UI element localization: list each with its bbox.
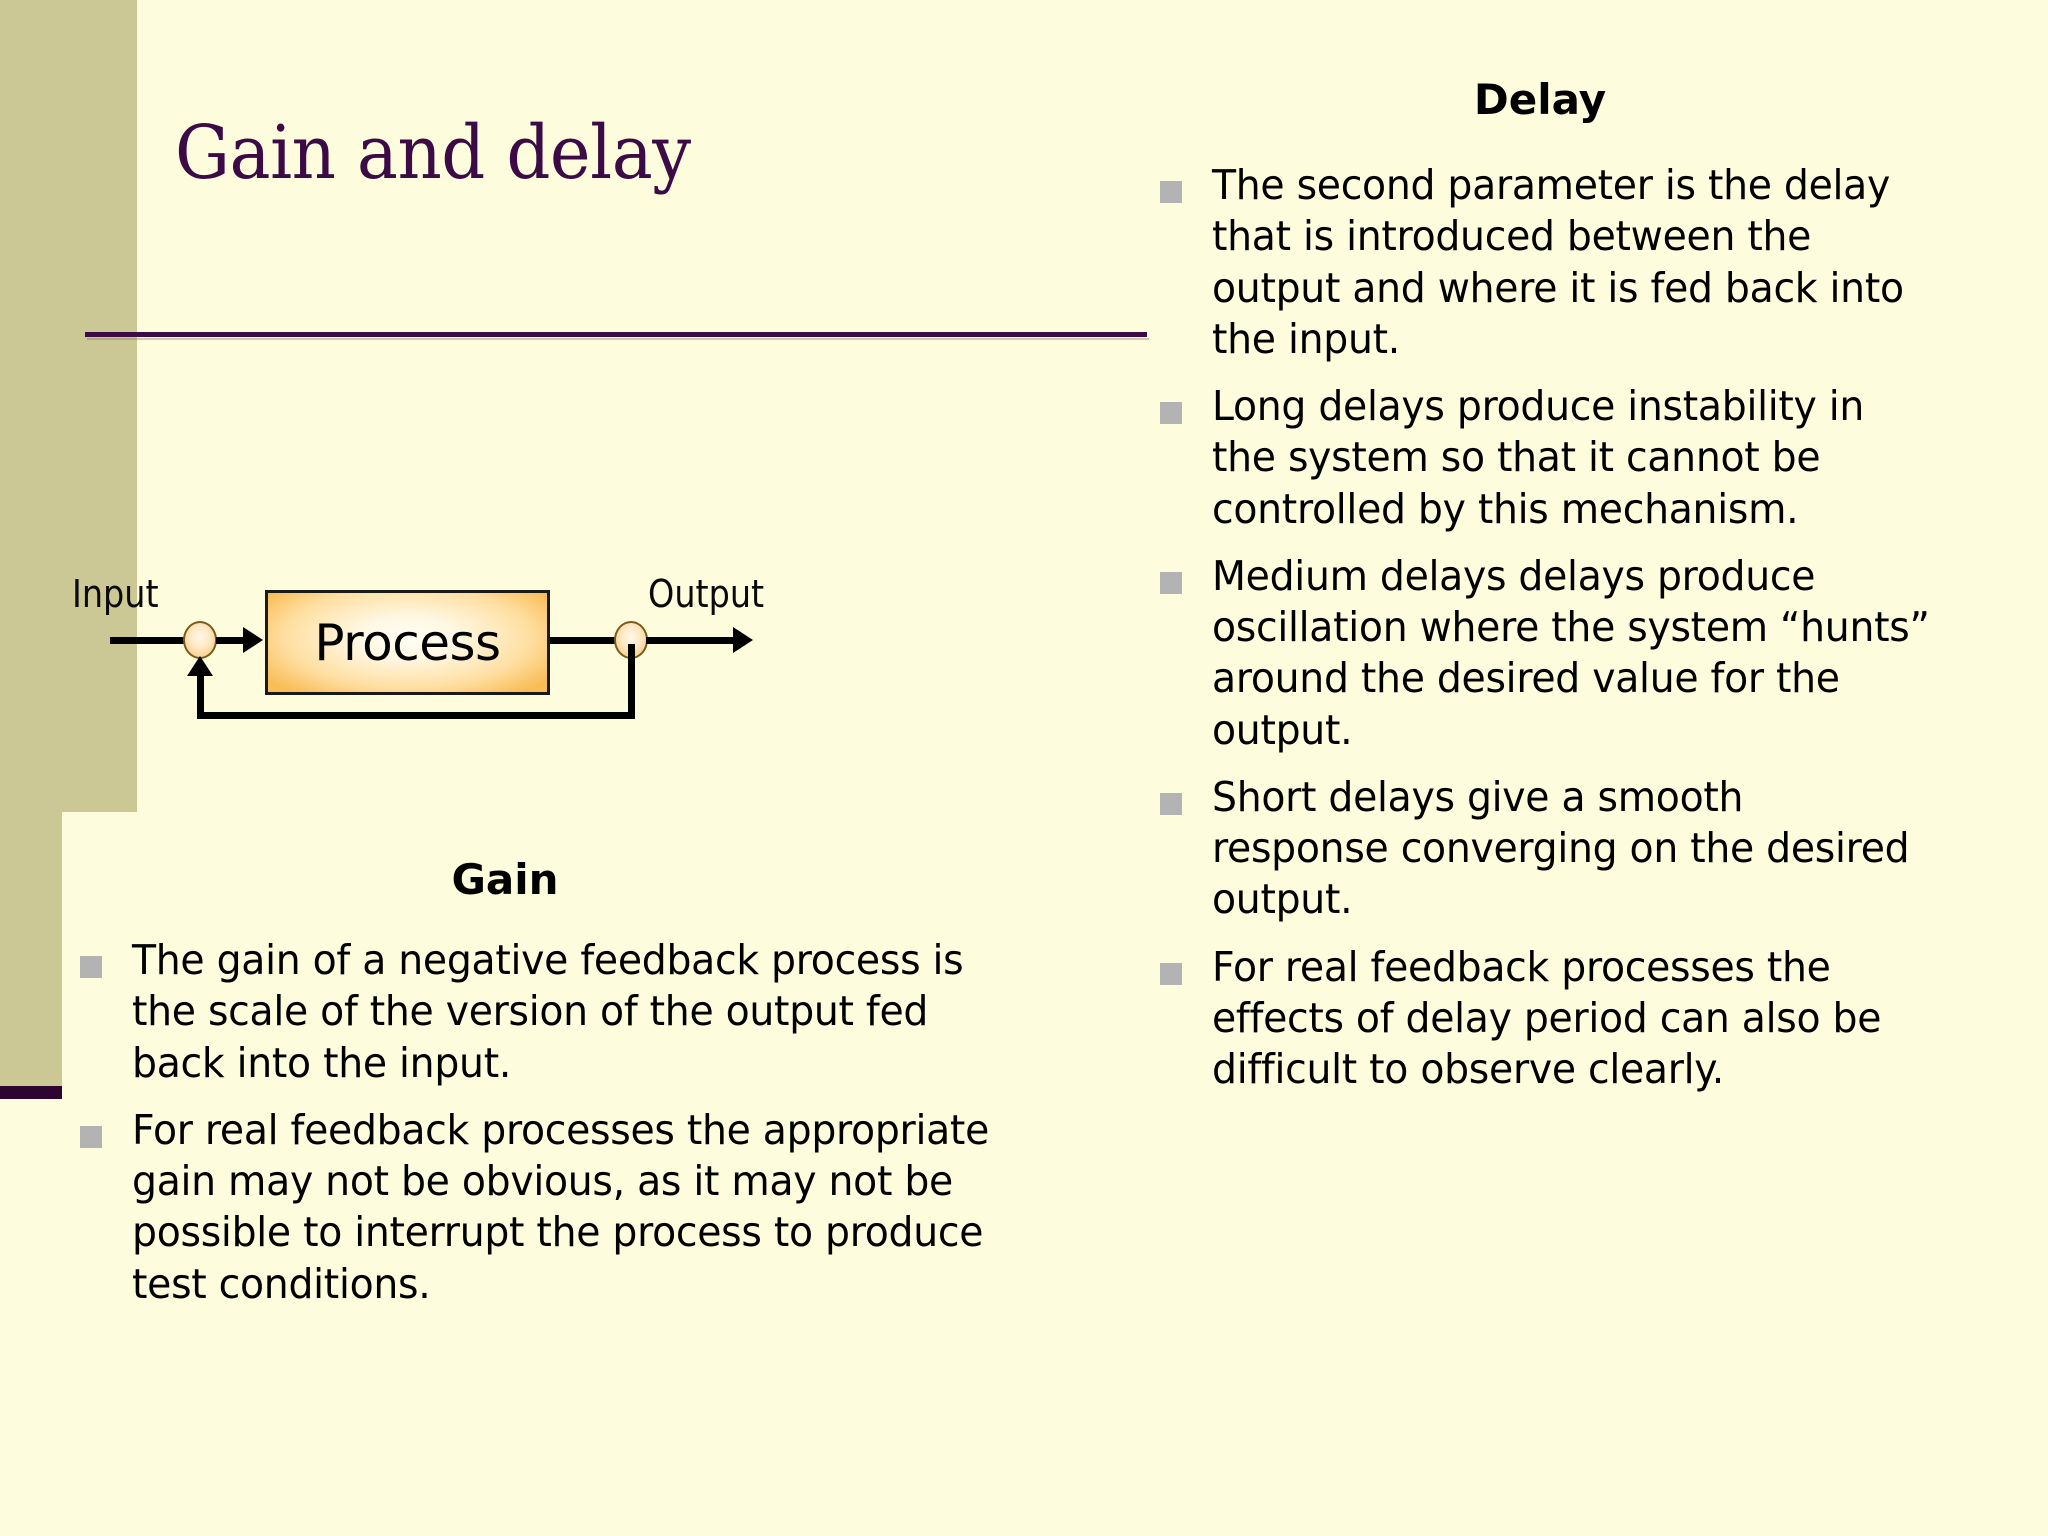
delay-bullet-list: The second parameter is the delay that i…: [1160, 160, 1960, 1111]
process-box-label: Process: [314, 613, 501, 672]
wire-input-to-junction: [110, 637, 185, 644]
bullet-square-icon: [80, 956, 102, 978]
title-rule: [85, 332, 1147, 337]
wire-process-to-takeoff: [550, 637, 616, 644]
left-band-lower: [0, 812, 62, 1086]
arrow-into-junction-icon: [187, 656, 213, 676]
list-item: Medium delays delays produce oscillation…: [1160, 551, 1960, 756]
bullet-square-icon: [1160, 571, 1182, 594]
left-band-upper: [0, 0, 137, 812]
list-item-text: Long delays produce instability in the s…: [1212, 382, 1865, 533]
list-item: Long delays produce instability in the s…: [1160, 381, 1960, 535]
list-item-text: The second parameter is the delay that i…: [1212, 161, 1904, 363]
page-title: Gain and delay: [175, 110, 691, 196]
list-item: For real feedback processes the effects …: [1160, 942, 1960, 1096]
bullet-square-icon: [1160, 402, 1182, 424]
wire-junction-to-process: [216, 637, 244, 644]
list-item: Short delays give a smooth response conv…: [1160, 772, 1960, 926]
gain-bullet-list: The gain of a negative feedback process …: [80, 935, 1055, 1326]
gain-heading: Gain: [451, 855, 559, 904]
wire-feedback-across: [197, 712, 635, 719]
list-item-text: Medium delays delays produce oscillation…: [1212, 551, 1930, 754]
bullet-square-icon: [1160, 792, 1182, 815]
list-item-text: For real feedback processes the appropri…: [132, 1105, 990, 1308]
list-item: The second parameter is the delay that i…: [1160, 160, 1960, 365]
title-rule-shadow: [87, 338, 1149, 340]
bullet-square-icon: [80, 1125, 102, 1148]
list-item-text: The gain of a negative feedback process …: [132, 936, 964, 1087]
diagram-input-label: Input: [72, 572, 159, 616]
left-band-accent-bar: [0, 1086, 62, 1099]
arrow-into-process-icon: [243, 627, 263, 653]
bullet-square-icon: [1160, 181, 1182, 203]
wire-takeoff-to-output: [646, 637, 736, 644]
delay-heading: Delay: [1473, 75, 1607, 124]
wire-feedback-up: [197, 674, 204, 719]
wire-feedback-down: [628, 644, 635, 719]
arrow-output-icon: [733, 627, 753, 653]
process-box: Process: [265, 590, 550, 695]
process-box-fill: [268, 593, 547, 692]
summing-junction-icon: [183, 621, 217, 659]
bullet-square-icon: [1160, 962, 1182, 985]
list-item-text: For real feedback processes the effects …: [1212, 942, 1882, 1094]
diagram-output-label: Output: [648, 572, 765, 616]
list-item: The gain of a negative feedback process …: [80, 935, 1055, 1089]
feedback-loop-diagram: Input Output Process: [72, 572, 960, 760]
list-item: For real feedback processes the appropri…: [80, 1105, 1055, 1310]
list-item-text: Short delays give a smooth response conv…: [1212, 772, 1910, 924]
